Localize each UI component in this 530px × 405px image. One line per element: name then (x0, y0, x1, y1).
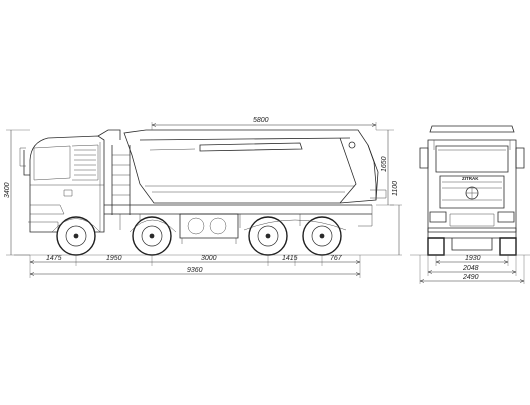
mirror-icon (19, 147, 26, 167)
dim-body-length: 5800 (253, 117, 269, 124)
dim-total-height: 3400 (4, 182, 11, 198)
fender (129, 219, 177, 233)
cab (23, 129, 121, 233)
dim-track: 1930 (465, 255, 481, 262)
wheel-rear-2 (302, 216, 342, 256)
fender (51, 218, 101, 233)
headlight-right (497, 211, 515, 223)
dim-total-length: 9360 (187, 267, 203, 274)
dim-total-width: 2490 (462, 274, 479, 281)
dim-wheelbase-2: 3000 (201, 255, 217, 262)
dim-wheelbase-1: 1950 (106, 255, 122, 262)
lift-mechanism (111, 145, 131, 215)
fender (243, 219, 347, 231)
front-badge: ZITRAK (462, 176, 479, 181)
fuel-tank (179, 213, 239, 244)
dim-body-height: 1650 (381, 156, 388, 172)
front-view-truck: ZITRAK (410, 125, 530, 256)
wheel-front-2 (132, 216, 172, 256)
wheel-rear-1 (248, 216, 288, 256)
dim-front-overhang: 1475 (46, 255, 62, 262)
dim-axle-width: 2048 (462, 265, 479, 272)
headlight-left (429, 211, 447, 223)
side-view-truck (14, 129, 390, 256)
side-dimensions: 5800 3400 1650 1100 1475 1950 3000 1415 … (4, 117, 402, 278)
dump-body (123, 129, 387, 227)
dim-rear-overhang: 767 (330, 255, 343, 262)
dim-frame-height: 1100 (392, 181, 399, 196)
dim-wheelbase-3: 1415 (282, 255, 298, 262)
front-dimensions: 1930 2048 2490 (419, 255, 525, 284)
